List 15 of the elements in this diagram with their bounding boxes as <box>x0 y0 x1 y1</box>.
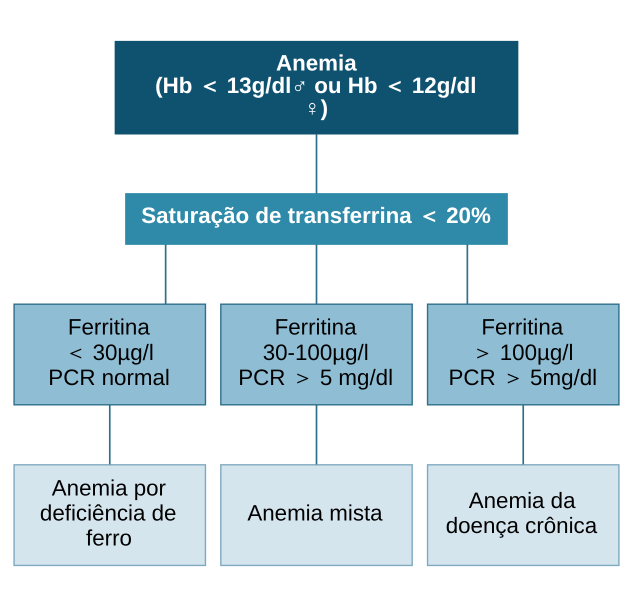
node-box: Saturação de transferrina ＜ 20% <box>125 192 508 244</box>
connector <box>164 244 166 304</box>
connector <box>316 404 318 464</box>
connector <box>316 133 318 194</box>
connector <box>316 244 318 304</box>
node-box: Anemia mista <box>220 464 413 566</box>
connector <box>522 404 524 464</box>
node-box: Ferritina ＜ 30µg/l PCR normal <box>13 303 206 405</box>
connector <box>108 404 111 464</box>
node-box: Ferritina 30-100µg/l PCR ＞ 5 mg/dl <box>220 303 413 405</box>
node-box: Anemia (Hb ＜ 13g/dl♂ ou Hb ＜ 12g/dl ♀) <box>114 40 518 134</box>
connector <box>466 244 468 304</box>
node-box: Ferritina ＞ 100µg/l PCR ＞ 5mg/dl <box>426 303 620 405</box>
node-box: Anemia por deficiência de ferro <box>13 464 206 566</box>
node-box: Anemia da doença crônica <box>426 464 620 566</box>
